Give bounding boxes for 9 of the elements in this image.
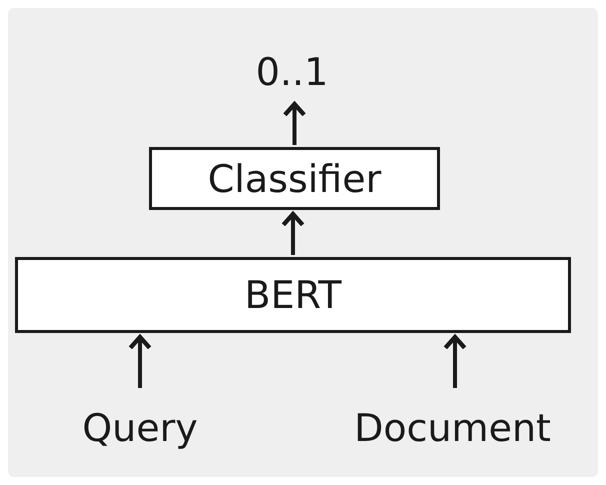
arrow: [281, 212, 305, 255]
input-label: Document: [320, 398, 585, 458]
output-label: 0..1: [232, 44, 352, 100]
arrow: [282, 102, 306, 145]
input-label: Query: [55, 398, 225, 458]
model-box: BERT: [15, 257, 571, 333]
arrow: [443, 334, 467, 388]
arrow: [128, 334, 152, 388]
classifier-box: Classifier: [149, 147, 440, 210]
